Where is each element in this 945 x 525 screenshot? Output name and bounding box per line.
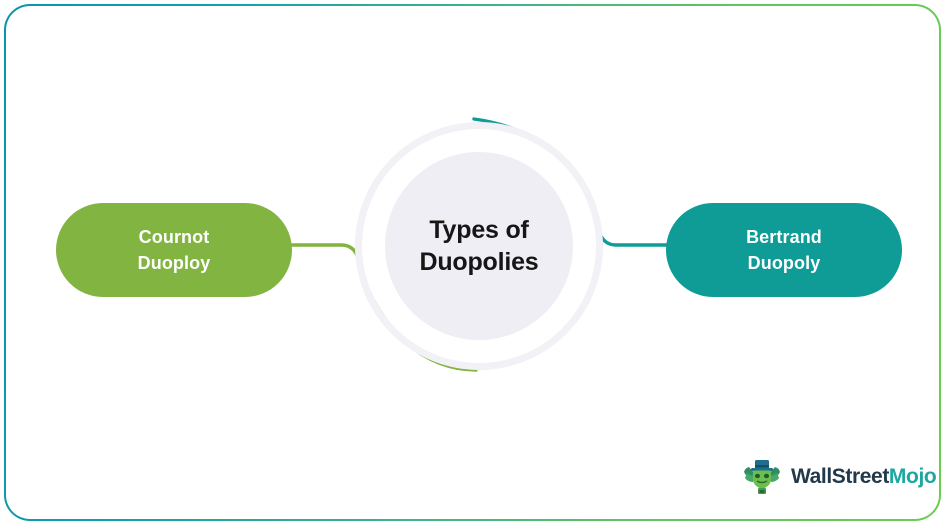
center-hub-label: Types of Duopolies [355,122,603,370]
node-bertrand-label-line1: Bertrand [746,226,822,247]
hub-ring-track [355,122,603,370]
node-bertrand-label-line2: Duopoly [747,253,821,273]
hub-disc [385,152,573,340]
node-cournot-label-line2: Duoploy [137,253,211,273]
center-hub: Types of Duopolies [355,122,603,370]
brand-name-accent: Mojo [888,465,937,488]
brand-logo: WallStreetMojo [742,458,937,496]
brand-name-primary: WallStreet [791,465,889,488]
diagram-card-frame: Types of Duopolies Cournot Duoploy Bertr… [4,4,941,521]
diagram-canvas: Types of Duopolies Cournot Duoploy Bertr… [6,6,939,519]
node-cournot-label-line1: Cournot [138,226,210,247]
bull-mascot-top-hat-icon [744,460,780,494]
brand-wordmark: WallStreetMojo [791,465,937,489]
node-bertrand-duopoly[interactable]: Bertrand Duopoly [666,203,902,297]
node-cournot-duoploy[interactable]: Cournot Duoploy [56,203,292,297]
center-hub-label-line1: Types of [429,216,529,244]
center-hub-label-line2: Duopolies [419,248,539,276]
